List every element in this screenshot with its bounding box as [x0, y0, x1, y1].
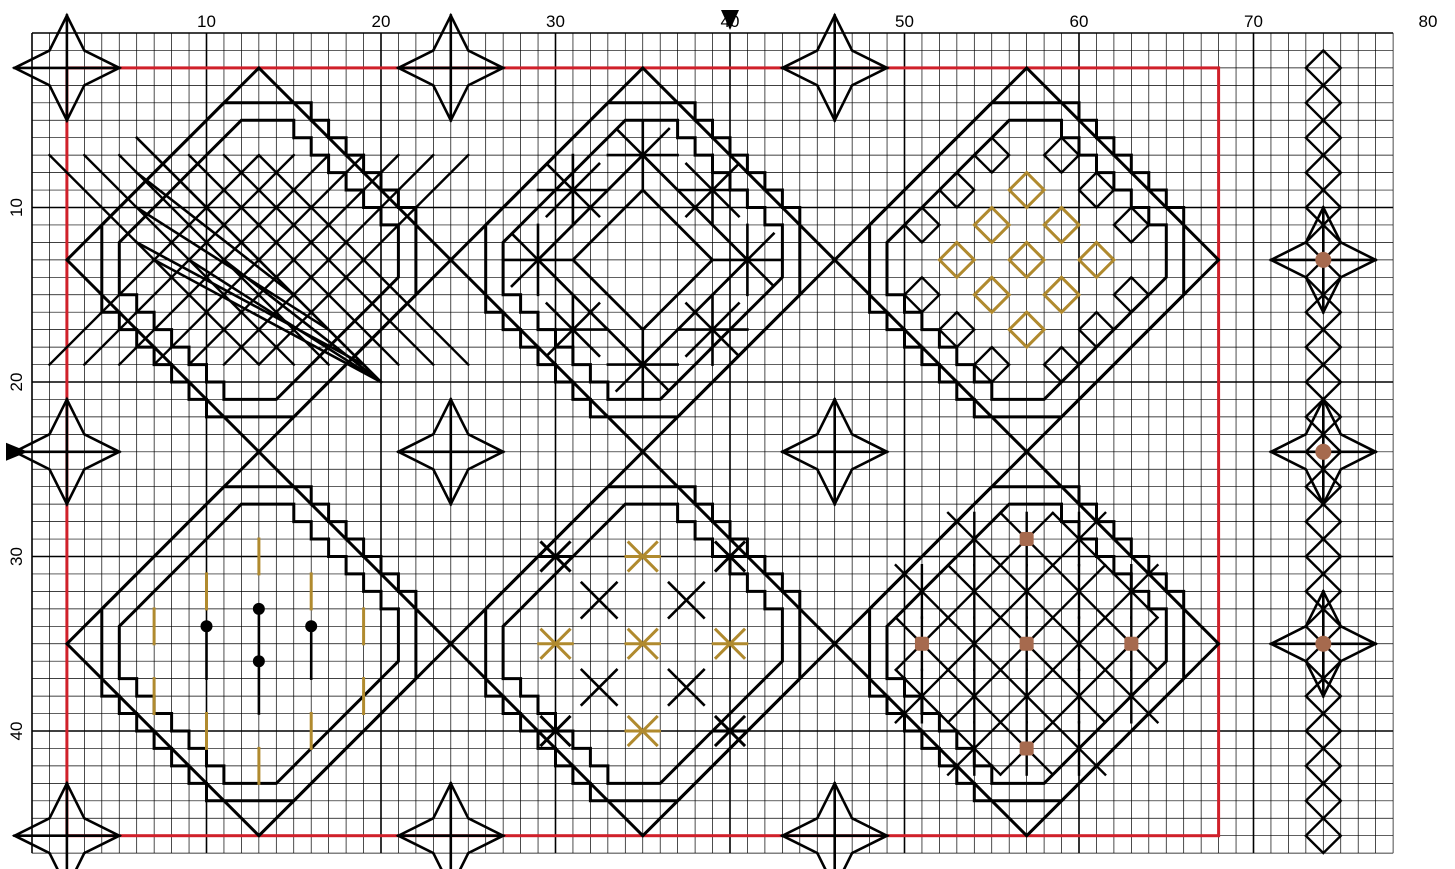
x-axis-tick-label: 10 [197, 12, 216, 31]
band-bead [1315, 636, 1331, 652]
x-axis-tick-label: 30 [546, 12, 565, 31]
bead [1020, 637, 1034, 651]
black-bead [253, 603, 265, 615]
axis-labels: 102030405060708010203040 [7, 12, 1437, 740]
y-axis-tick-label: 10 [7, 198, 26, 217]
black-bead [305, 620, 317, 632]
x-axis-tick-label: 20 [372, 12, 391, 31]
x-axis-tick-label: 50 [895, 12, 914, 31]
y-axis-tick-label: 20 [7, 373, 26, 392]
x-axis-tick-label: 80 [1419, 12, 1438, 31]
band-bead [1315, 252, 1331, 268]
black-bead [201, 620, 213, 632]
y-axis-tick-label: 30 [7, 547, 26, 566]
x-axis-tick-label: 60 [1070, 12, 1089, 31]
x-axis-tick-label: 70 [1244, 12, 1263, 31]
y-axis-tick-label: 40 [7, 722, 26, 741]
bead [1020, 532, 1034, 546]
center-markers [6, 10, 739, 461]
bead [1124, 637, 1138, 651]
band-bead [1315, 444, 1331, 460]
bead [1020, 741, 1034, 755]
black-bead [253, 655, 265, 667]
bead [915, 637, 929, 651]
